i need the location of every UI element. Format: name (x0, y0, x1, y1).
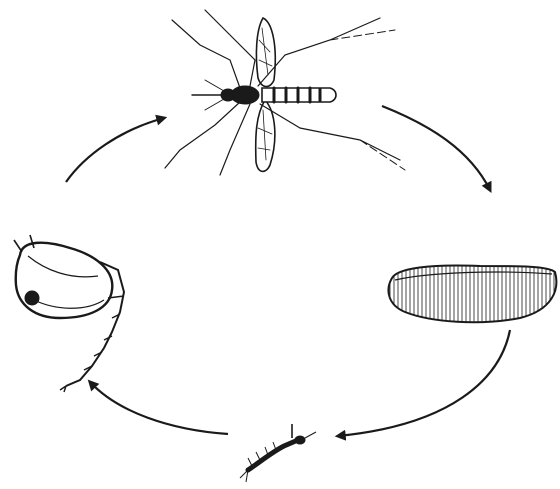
arrow-eggs-to-larva (338, 330, 510, 436)
larva-icon (240, 424, 316, 482)
mosquito-adult-icon (165, 10, 405, 175)
arrow-adult-to-eggs (382, 106, 490, 190)
pupa-icon (14, 235, 124, 392)
arrow-pupa-to-adult (66, 118, 164, 182)
arrow-larva-to-pupa (90, 382, 228, 434)
egg-raft-icon (388, 266, 556, 323)
